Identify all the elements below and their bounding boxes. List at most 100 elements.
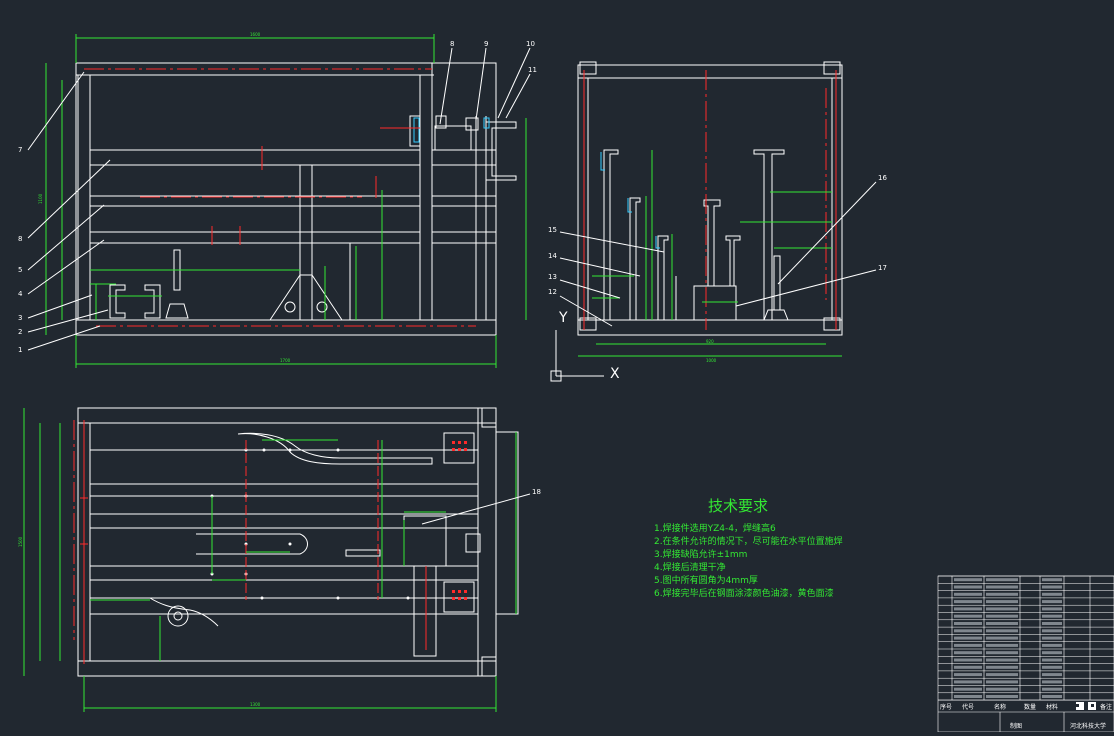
- side-callout-labels: 15 14 13 12 16 17: [548, 174, 887, 296]
- callout-7: 7: [18, 146, 22, 154]
- bom-cell-text-mark: [986, 687, 1018, 691]
- bom-cell-text-mark: [954, 651, 982, 655]
- axis-y-label: Y: [558, 310, 568, 326]
- bom-cell-text-mark: [1042, 658, 1062, 662]
- bom-cell-text-mark: [954, 643, 982, 647]
- bom-cell-text-mark: [1042, 673, 1062, 677]
- bom-cell-text-mark: [1042, 636, 1062, 640]
- callout-3: 3: [18, 314, 22, 322]
- tb-header-qty: 数量: [1024, 703, 1036, 711]
- plan-view-bolts: [210, 448, 410, 600]
- bom-cell-text-mark: [986, 600, 1018, 604]
- dim-front-top: 1600: [250, 32, 261, 37]
- side-view-accent: [600, 152, 660, 249]
- front-view: [75, 62, 517, 336]
- bom-cell-text-mark: [954, 607, 982, 611]
- bom-cell-text-mark: [954, 578, 982, 582]
- tb-designer: 制图: [1010, 722, 1022, 730]
- callout-17: 17: [878, 264, 887, 272]
- plan-view-dimensions: [23, 408, 517, 712]
- plan-view-dim-labels: 1300 1500: [18, 536, 261, 707]
- side-view-dim-labels: 1000 920: [706, 339, 717, 363]
- callout-12: 12: [548, 288, 557, 296]
- bom-cell-text-mark: [1042, 585, 1062, 589]
- bom-cell-text-mark: [1042, 592, 1062, 596]
- bom-cell-text-mark: [954, 695, 982, 698]
- dim-plan-left: 1500: [18, 536, 23, 547]
- bom-cell-text-mark: [1042, 629, 1062, 633]
- bom-cell-text-mark: [954, 658, 982, 662]
- bom-cell-text-mark: [1042, 665, 1062, 669]
- bom-cell-text-mark: [1042, 614, 1062, 618]
- bom-cell-text-mark: [1042, 651, 1062, 655]
- dim-front-bottom: 1700: [280, 358, 291, 363]
- callout-8b: 8: [450, 40, 454, 48]
- axis-x-label: X: [610, 366, 620, 382]
- bom-cell-text-mark: [986, 658, 1018, 662]
- side-callouts: [559, 181, 877, 327]
- bom-cell-text-mark: [954, 665, 982, 669]
- tech-req-4: 4.焊接后清理干净: [654, 561, 726, 573]
- callout-14: 14: [548, 252, 557, 260]
- bom-cell-text-mark: [954, 680, 982, 684]
- tech-req-6: 6.焊接完毕后在钢面涂漆颜色油漆，黄色面漆: [654, 587, 834, 599]
- callout-1: 1: [18, 346, 22, 354]
- tb-header-note: 备注: [1100, 703, 1112, 711]
- front-view-accent: [413, 117, 490, 143]
- bom-cell-text-mark: [986, 607, 1018, 611]
- side-view-dimensions: [578, 150, 842, 357]
- dim-side-inner: 920: [706, 339, 714, 344]
- callout-13: 13: [548, 273, 557, 281]
- bom-cell-text-mark: [1042, 680, 1062, 684]
- callout-2: 2: [18, 328, 22, 336]
- bom-cell-text-mark: [954, 585, 982, 589]
- bom-cell-marks: [954, 578, 1062, 698]
- title-block-logo: [1076, 702, 1096, 710]
- dim-side-bottom: 1000: [706, 358, 717, 363]
- plan-callout: [421, 493, 531, 525]
- tb-header-no: 序号: [940, 703, 952, 711]
- bom-cell-text-mark: [986, 629, 1018, 633]
- bom-cell-text-mark: [1042, 695, 1062, 698]
- bom-cell-text-mark: [986, 592, 1018, 596]
- callout-9: 9: [484, 40, 488, 48]
- bom-cell-text-mark: [986, 665, 1018, 669]
- bom-cell-text-mark: [986, 614, 1018, 618]
- bom-cell-text-mark: [954, 636, 982, 640]
- front-view-dim-labels: 1600 1700 1100: [38, 32, 291, 363]
- side-view: [577, 61, 843, 336]
- bom-cell-text-mark: [1042, 643, 1062, 647]
- plan-view-keys: [452, 441, 467, 600]
- bom-cell-text-mark: [1042, 687, 1062, 691]
- tech-title: 技术要求: [708, 497, 768, 515]
- bom-rows: [938, 575, 1114, 701]
- bom-cell-text-mark: [1042, 600, 1062, 604]
- tech-req-5: 5.图中所有圆角为4mm厚: [654, 574, 758, 586]
- bom-cell-text-mark: [954, 629, 982, 633]
- callout-11: 11: [528, 66, 537, 74]
- bom-cell-text-mark: [986, 578, 1018, 582]
- bom-cell-text-mark: [954, 622, 982, 625]
- bom-cell-text-mark: [954, 592, 982, 596]
- tech-req-2: 2.在条件允许的情况下，尽可能在水平位置施焊: [654, 535, 843, 547]
- ucs-axis-icon: [550, 330, 604, 382]
- callout-8: 8: [18, 235, 22, 243]
- dim-plan-bottom: 1300: [250, 702, 261, 707]
- bom-cell-text-mark: [1042, 607, 1062, 611]
- bom-cell-text-mark: [1042, 578, 1062, 582]
- callout-5: 5: [18, 266, 22, 274]
- front-callouts: [27, 47, 531, 351]
- callout-4: 4: [18, 290, 23, 298]
- tech-req-1: 1.焊接件选用YZ4-4，焊缝高6: [654, 522, 776, 534]
- tech-req-3: 3.焊接缺陷允许±1mm: [654, 548, 747, 560]
- front-view-dimensions: [45, 34, 527, 368]
- bom-cell-text-mark: [954, 673, 982, 677]
- title-block-headers: 序号 代号 名称 数量 材料 备注 制图 河北科技大学: [940, 703, 1112, 730]
- tb-header-material: 材料: [1046, 703, 1058, 711]
- tb-header-code: 代号: [962, 703, 974, 711]
- bom-cell-text-mark: [954, 687, 982, 691]
- bom-cell-text-mark: [986, 636, 1018, 640]
- bom-cell-text-mark: [986, 680, 1018, 684]
- bom-cell-text-mark: [986, 673, 1018, 677]
